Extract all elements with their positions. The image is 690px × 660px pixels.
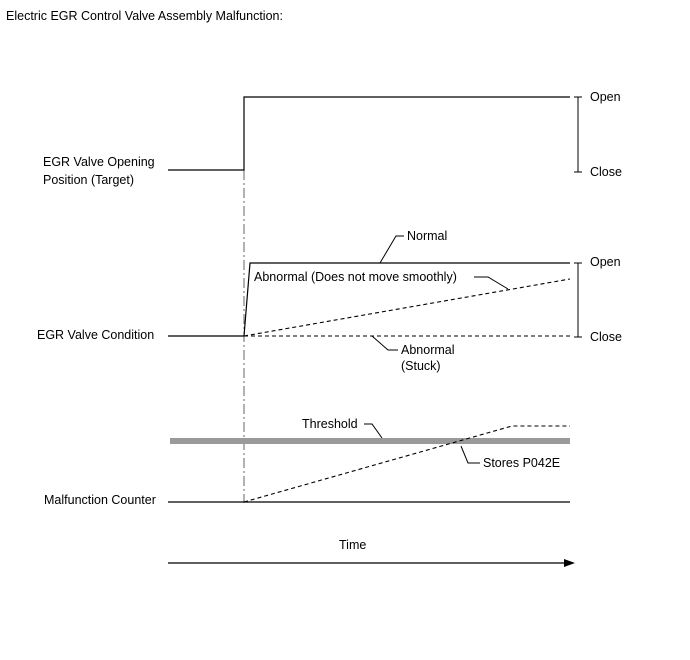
counter-trace (243, 425, 570, 503)
stores-label: Stores P042E (483, 456, 560, 470)
condition-close-label: Close (590, 330, 622, 344)
abnormal-smooth-trace (243, 278, 571, 337)
condition-open-close-bracket (574, 262, 582, 338)
target-label-line1: EGR Valve Opening (43, 155, 155, 169)
counter-label: Malfunction Counter (44, 493, 156, 507)
target-close-label: Close (590, 165, 622, 179)
stores-leader-line (460, 445, 480, 464)
normal-label: Normal (407, 229, 447, 243)
abnormal-stuck-leader-line (371, 335, 398, 351)
abnormal-stuck-label-line1: Abnormal (401, 343, 455, 357)
abnormal-stuck-label-line2: (Stuck) (401, 359, 441, 373)
time-axis-arrowhead (564, 559, 575, 567)
target-label-line2: Position (Target) (43, 173, 134, 187)
normal-leader-line (379, 235, 404, 264)
abnormal-smooth-label: Abnormal (Does not move smoothly) (254, 270, 457, 284)
threshold-leader-line (364, 423, 383, 439)
condition-open-label: Open (590, 255, 621, 269)
time-axis-label: Time (339, 538, 366, 552)
abnormal-smooth-leader-line (474, 276, 509, 290)
diagram-title: Electric EGR Control Valve Assembly Malf… (6, 9, 283, 23)
condition-label: EGR Valve Condition (37, 328, 154, 342)
target-open-close-bracket (574, 96, 582, 173)
threshold-label: Threshold (302, 417, 358, 431)
target-position-trace (168, 96, 570, 171)
normal-trace (168, 262, 570, 337)
target-open-label: Open (590, 90, 621, 104)
